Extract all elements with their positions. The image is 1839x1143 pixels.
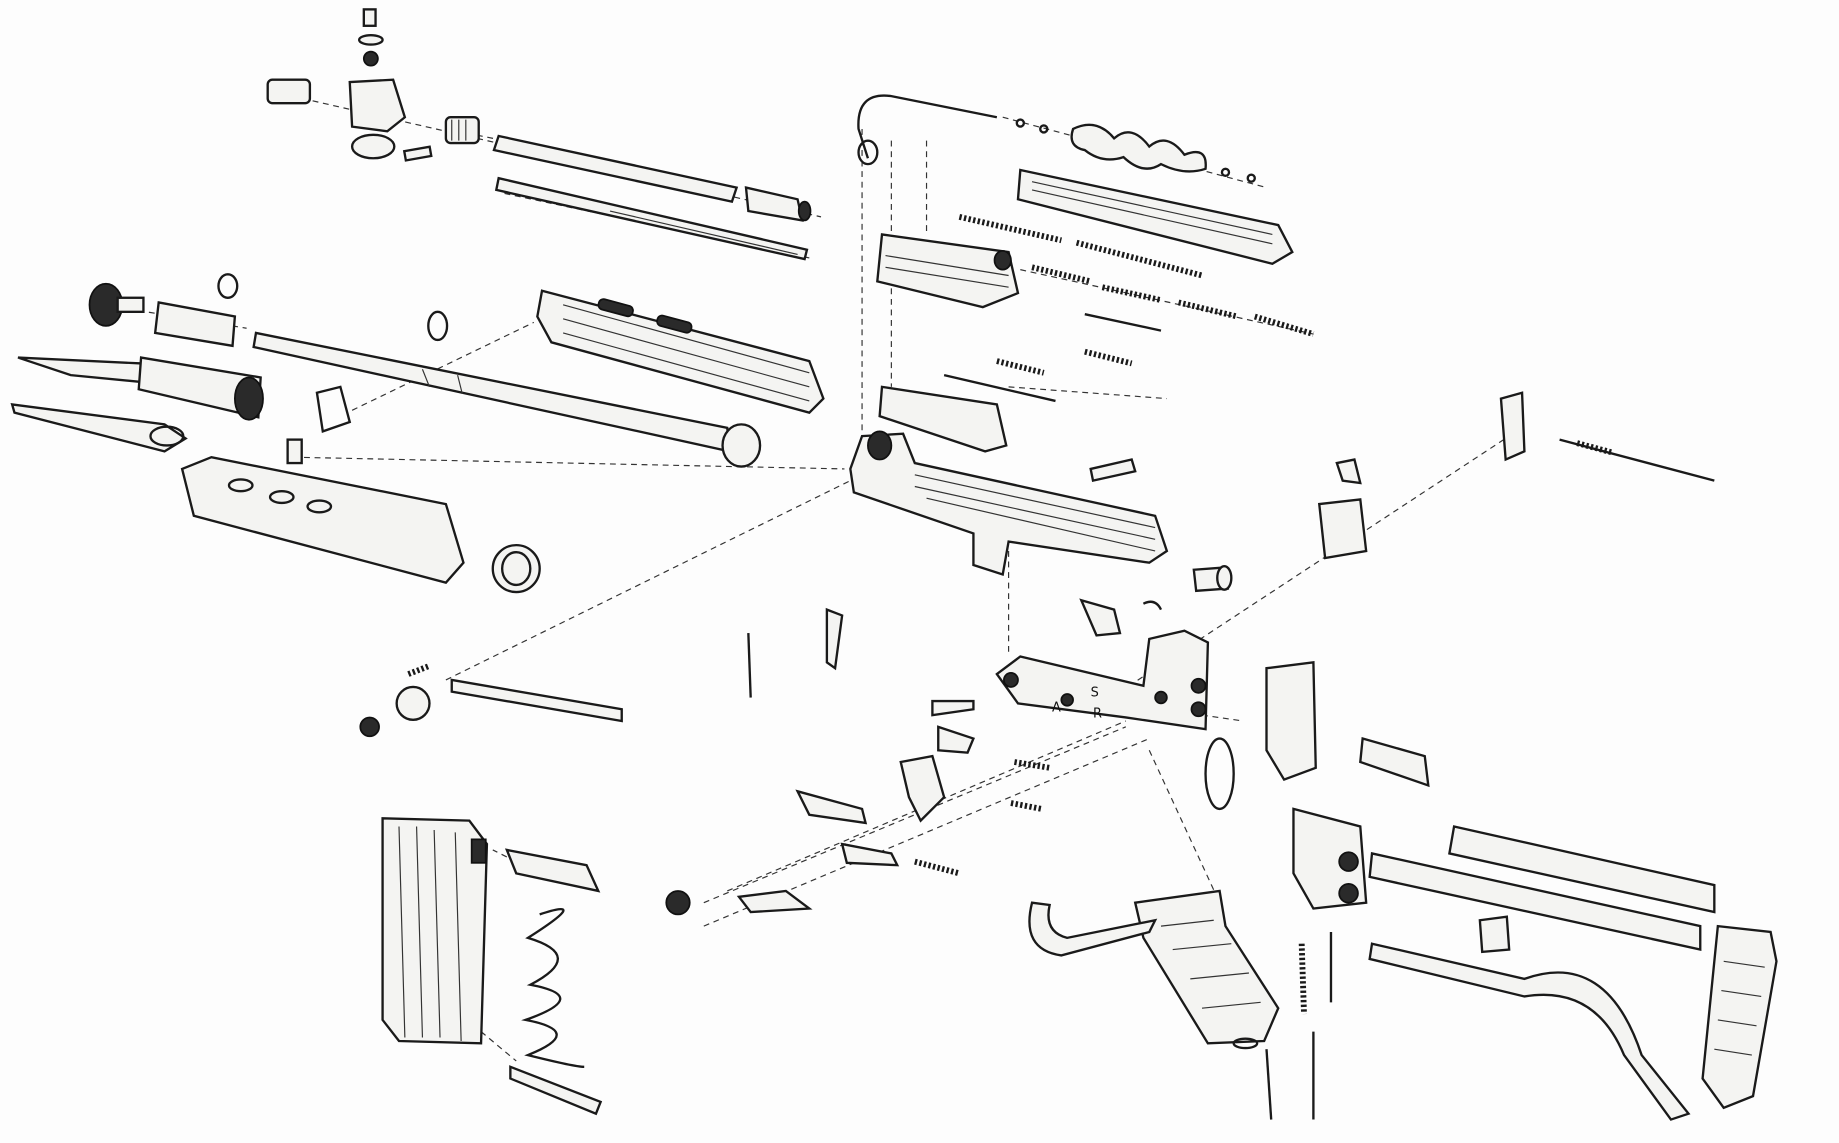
gas-piston [494,176,809,261]
stock-adapter [1204,661,1430,910]
recoil-springs [958,214,1315,376]
magazine-follower [504,848,601,893]
muzzle-device [88,273,239,348]
magazine-floorplate [509,1065,603,1116]
marking-s: S [1091,685,1099,700]
flash-hider-nut [266,78,480,145]
marking-a: A [1052,701,1061,716]
bolt [878,373,1056,453]
assembly-guide-lines [117,93,1514,1062]
marking-r: R [1093,706,1102,721]
upper-receiver [849,430,1169,576]
trigger-guard [1028,901,1158,957]
bolt-carrier [876,233,1020,309]
bayonet-scabbard [10,403,188,453]
handle-grip [1015,118,1256,183]
rear-sight [1317,391,1715,560]
magazine [381,817,489,1045]
lower-handguard [180,455,541,594]
gas-cylinder [492,134,812,222]
carrying-handle [857,94,998,166]
magazine-spring [521,907,585,1068]
front-sight-assembly [348,8,433,162]
stock-tubes [1368,825,1716,1121]
upper-handguard [536,289,825,414]
sling-swivel [286,385,352,465]
lower-receiver: A S R [995,629,1210,731]
barrel [252,310,762,468]
pistol-grip [1133,889,1333,1120]
butt-plate [1701,924,1778,1110]
magazine-catch-parts [359,663,623,738]
bayonet [17,356,264,421]
dust-cover [1016,168,1294,266]
hammer-spring-parts [1079,565,1233,637]
trigger-group-parts [665,607,1051,916]
